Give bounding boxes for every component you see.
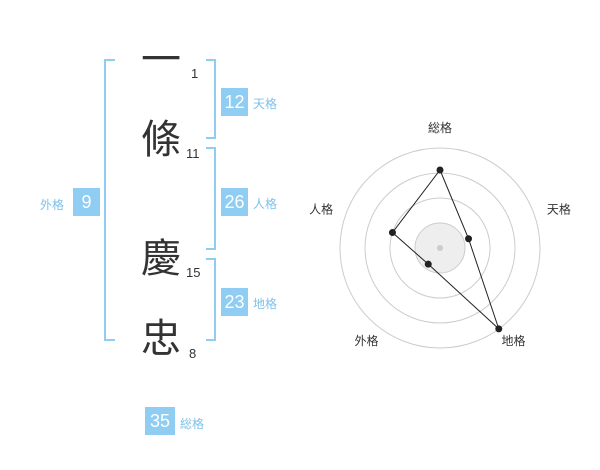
radar-axis-label-5: 人格 [309, 201, 333, 216]
gaikaku-label: 外格 [40, 198, 65, 212]
radar-point-1 [436, 166, 444, 174]
name-char-2: 條 [141, 117, 181, 163]
radar-axis-label-1: 総格 [428, 120, 452, 135]
radar-ring-2 [389, 197, 491, 299]
jinkaku-label: 人格 [253, 197, 278, 211]
radar-point-3 [495, 325, 503, 333]
radar-center-dot [437, 245, 443, 251]
radar-point-2 [465, 235, 473, 243]
radar-point-5 [388, 229, 396, 237]
soukaku-label: 総格 [180, 417, 205, 431]
radar-axis-label-2: 天格 [547, 201, 571, 216]
name-char-3: 慶 [141, 236, 181, 282]
name-char-1: 一 [141, 37, 181, 83]
chikaku-label: 地格 [253, 297, 278, 311]
jinkaku-bracket [206, 147, 216, 250]
gaikaku-badge: 9 [73, 188, 100, 216]
radar-axis-label-3: 地格 [501, 333, 525, 348]
stroke-count-2: 11 [186, 146, 200, 161]
name-char-4: 忠 [141, 316, 181, 362]
radar-series-line [391, 169, 500, 330]
jinkaku-badge: 26 [221, 188, 248, 216]
stroke-count-4: 8 [189, 346, 197, 361]
chikaku-badge: 23 [221, 288, 248, 316]
chikaku-bracket [206, 258, 216, 341]
gaikaku-bracket [104, 59, 115, 341]
stroke-count-3: 15 [186, 265, 201, 280]
tenkaku-badge: 12 [221, 88, 248, 116]
radar-axis-label-4: 外格 [355, 333, 379, 348]
soukaku-badge: 35 [145, 407, 175, 435]
tenkaku-label: 天格 [253, 97, 278, 111]
radar-point-4 [424, 260, 432, 268]
stroke-count-1: 1 [191, 66, 199, 81]
radar-ring-4 [339, 147, 541, 349]
tenkaku-bracket [206, 59, 216, 139]
